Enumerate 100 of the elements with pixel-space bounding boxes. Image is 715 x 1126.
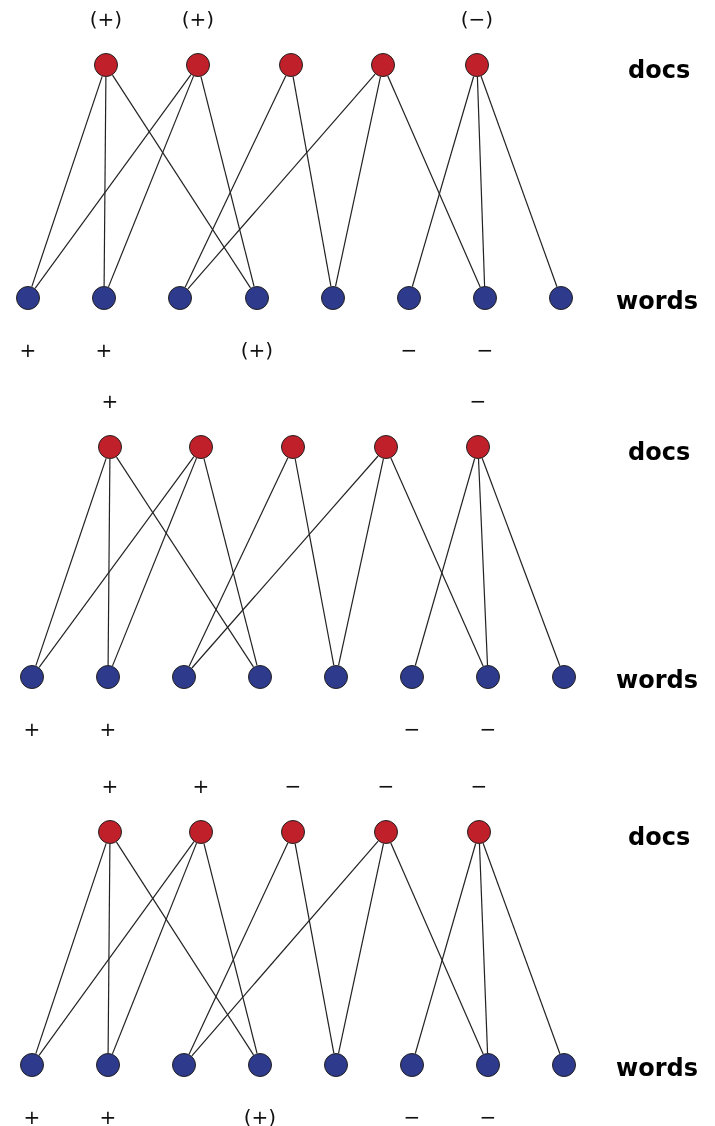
sign-label: + — [95, 339, 113, 361]
word-node-circle — [245, 286, 269, 310]
connector-line — [191, 840, 379, 1057]
sign-label: + — [101, 775, 119, 797]
connector-line — [103, 76, 107, 287]
doc-node-circle — [281, 435, 305, 459]
connector-line — [188, 457, 289, 667]
sign-label: + — [99, 1106, 117, 1126]
doc-node-circle — [371, 53, 395, 77]
connector-line — [294, 458, 335, 666]
sign-label: + — [23, 718, 41, 740]
connector-line — [387, 75, 481, 288]
connector-line — [188, 842, 289, 1055]
doc-node-circle — [94, 53, 118, 77]
doc-node-circle — [374, 820, 398, 844]
connector-line — [481, 457, 561, 667]
word-node-circle — [324, 1053, 348, 1077]
doc-node-circle — [281, 820, 305, 844]
sign-label: + — [23, 1106, 41, 1126]
connector-line — [38, 841, 195, 1056]
connector-line — [476, 76, 486, 287]
connector-line — [111, 842, 198, 1055]
layer-label: words — [616, 287, 698, 315]
connector-line — [414, 842, 477, 1055]
doc-node-circle — [465, 53, 489, 77]
connector-line — [107, 458, 111, 666]
word-node-circle — [248, 665, 272, 689]
sign-label: + — [99, 718, 117, 740]
connector-line — [292, 76, 332, 287]
word-node-circle — [96, 665, 120, 689]
sign-label: (+) — [240, 339, 274, 361]
word-node-circle — [549, 286, 573, 310]
sign-label: − — [469, 390, 487, 412]
word-node-circle — [16, 286, 40, 310]
connector-line — [477, 458, 489, 666]
connector-line — [115, 456, 255, 668]
connector-line — [111, 74, 252, 289]
connector-line — [334, 76, 382, 287]
connector-line — [337, 843, 385, 1054]
word-node-circle — [248, 1053, 272, 1077]
word-node-circle — [400, 1053, 424, 1077]
connector-line — [184, 75, 287, 288]
connector-line — [203, 843, 258, 1054]
word-node-circle — [172, 1053, 196, 1077]
connector-line — [191, 455, 379, 669]
layer-label: docs — [628, 823, 691, 851]
sign-label: (+) — [89, 8, 123, 30]
connector-line — [390, 842, 484, 1055]
sign-label: − — [284, 775, 302, 797]
connector-line — [482, 842, 561, 1055]
sign-label: (+) — [181, 8, 215, 30]
sign-label: − — [400, 339, 418, 361]
sign-label: − — [403, 718, 421, 740]
sign-label: + — [192, 775, 210, 797]
word-node-circle — [321, 286, 345, 310]
sign-label: − — [377, 775, 395, 797]
connector-line — [107, 75, 195, 288]
word-node-circle — [400, 665, 424, 689]
word-node-circle — [397, 286, 421, 310]
word-node-circle — [20, 665, 44, 689]
connector-line — [411, 75, 475, 288]
sign-label: − — [479, 1106, 497, 1126]
word-node-circle — [476, 665, 500, 689]
word-node-circle — [96, 1053, 120, 1077]
sign-label: + — [101, 390, 119, 412]
layer-label: words — [616, 1054, 698, 1082]
connector-line — [34, 74, 192, 289]
connector-line — [294, 843, 335, 1054]
connector-line — [35, 457, 107, 667]
connector-line — [390, 457, 484, 667]
word-node-circle — [552, 665, 576, 689]
connector-line — [187, 73, 376, 290]
doc-node-circle — [279, 53, 303, 77]
connector-line — [200, 76, 255, 287]
doc-node-circle — [466, 435, 490, 459]
doc-node-circle — [98, 820, 122, 844]
word-node-circle — [324, 665, 348, 689]
sign-label: + — [19, 339, 37, 361]
connector-line — [337, 458, 385, 666]
sign-label: − — [470, 775, 488, 797]
connector-line — [203, 458, 258, 666]
word-node-circle — [473, 286, 497, 310]
connector-line — [107, 843, 111, 1054]
connector-line — [31, 75, 103, 288]
word-node-circle — [20, 1053, 44, 1077]
connector-line — [38, 456, 195, 668]
sign-label: − — [403, 1106, 421, 1126]
sign-label: (−) — [460, 8, 494, 30]
word-node-circle — [92, 286, 116, 310]
doc-node-circle — [186, 53, 210, 77]
connector-line — [478, 843, 489, 1054]
doc-node-circle — [374, 435, 398, 459]
doc-node-circle — [189, 435, 213, 459]
word-node-circle — [552, 1053, 576, 1077]
connector-line — [35, 842, 107, 1055]
doc-node-circle — [467, 820, 491, 844]
word-node-circle — [172, 665, 196, 689]
sign-label: − — [479, 718, 497, 740]
doc-node-circle — [189, 820, 213, 844]
doc-node-circle — [98, 435, 122, 459]
